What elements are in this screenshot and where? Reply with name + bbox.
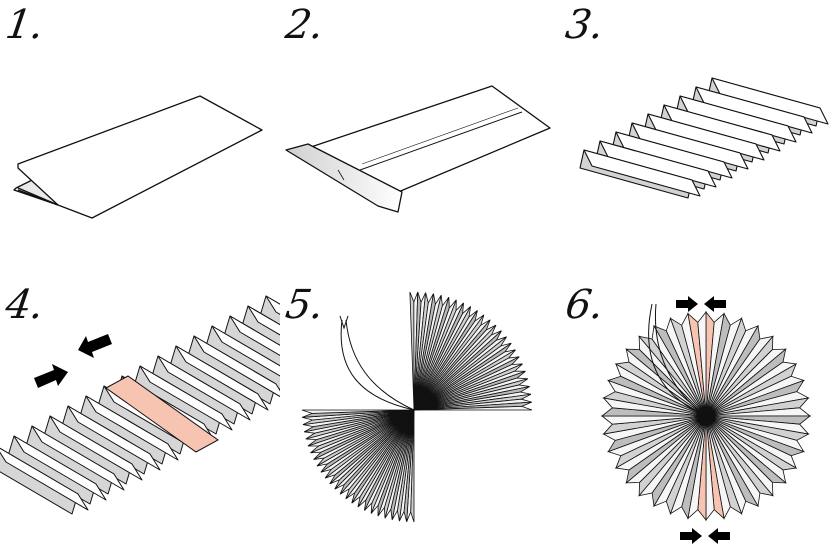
pleat-face <box>615 131 733 179</box>
folded-paper <box>13 95 263 219</box>
pleat-face <box>583 149 701 197</box>
pleat-face <box>13 435 107 501</box>
pleat-face <box>679 95 797 143</box>
pleat-face <box>211 325 280 377</box>
arrow-left-icon <box>708 528 730 544</box>
push-arrows <box>34 334 112 388</box>
step-6-panel: 6. <box>560 280 840 560</box>
pleat-face <box>647 113 765 161</box>
step-4-illustration <box>0 295 280 515</box>
thread <box>339 315 415 411</box>
pleat-face <box>157 355 251 421</box>
arrow-left-icon <box>704 296 726 312</box>
pleat-face <box>711 77 829 125</box>
push-arrows-top <box>676 296 726 312</box>
fan-pleat-face <box>413 405 533 411</box>
step-2-illustration <box>285 85 551 213</box>
arrow-right-icon <box>680 528 702 544</box>
paper-rosette <box>600 310 812 522</box>
step-1-illustration <box>13 95 263 219</box>
pleat-face <box>599 140 717 188</box>
step-1-panel: 1. <box>0 0 280 280</box>
pleat-face <box>247 305 280 336</box>
step-4-panel: 4. <box>0 280 280 560</box>
thread <box>648 303 707 417</box>
step-5-illustration <box>301 291 533 523</box>
half-fan-top <box>409 291 533 411</box>
highlighted-pleat <box>105 375 219 453</box>
pleated-paper <box>579 77 829 199</box>
pleat-face <box>175 345 269 411</box>
step-5-panel: 5. <box>280 280 560 560</box>
pleat-face <box>31 425 125 491</box>
pleat-face <box>265 295 280 315</box>
rosette-pleat-face <box>697 310 707 417</box>
pleat-face <box>67 405 161 471</box>
step-3-panel: 3. <box>560 0 840 280</box>
pleat-face <box>663 104 781 152</box>
pleat-shadow <box>241 305 280 349</box>
step-3-illustration <box>579 77 829 199</box>
pleat-face <box>85 395 179 461</box>
arrow-right-icon <box>676 296 698 312</box>
step-2-panel: 2. <box>280 0 560 280</box>
folded-sheet <box>285 85 551 213</box>
pleat-face <box>631 122 749 170</box>
arrow-right-icon <box>34 364 68 388</box>
pleat-face <box>229 315 280 356</box>
pleat-face <box>695 86 813 134</box>
arrow-left-icon <box>78 334 112 358</box>
fan-pleat-shade <box>409 291 415 411</box>
pleat-face <box>139 365 233 431</box>
pleat-face <box>193 335 280 398</box>
pleat-face <box>49 415 143 481</box>
step-6-illustration <box>600 296 812 544</box>
pleat-face <box>0 447 89 511</box>
fan-pleat-face <box>301 409 415 414</box>
half-fan-bottom <box>301 409 415 523</box>
push-arrows-bottom <box>680 528 730 544</box>
